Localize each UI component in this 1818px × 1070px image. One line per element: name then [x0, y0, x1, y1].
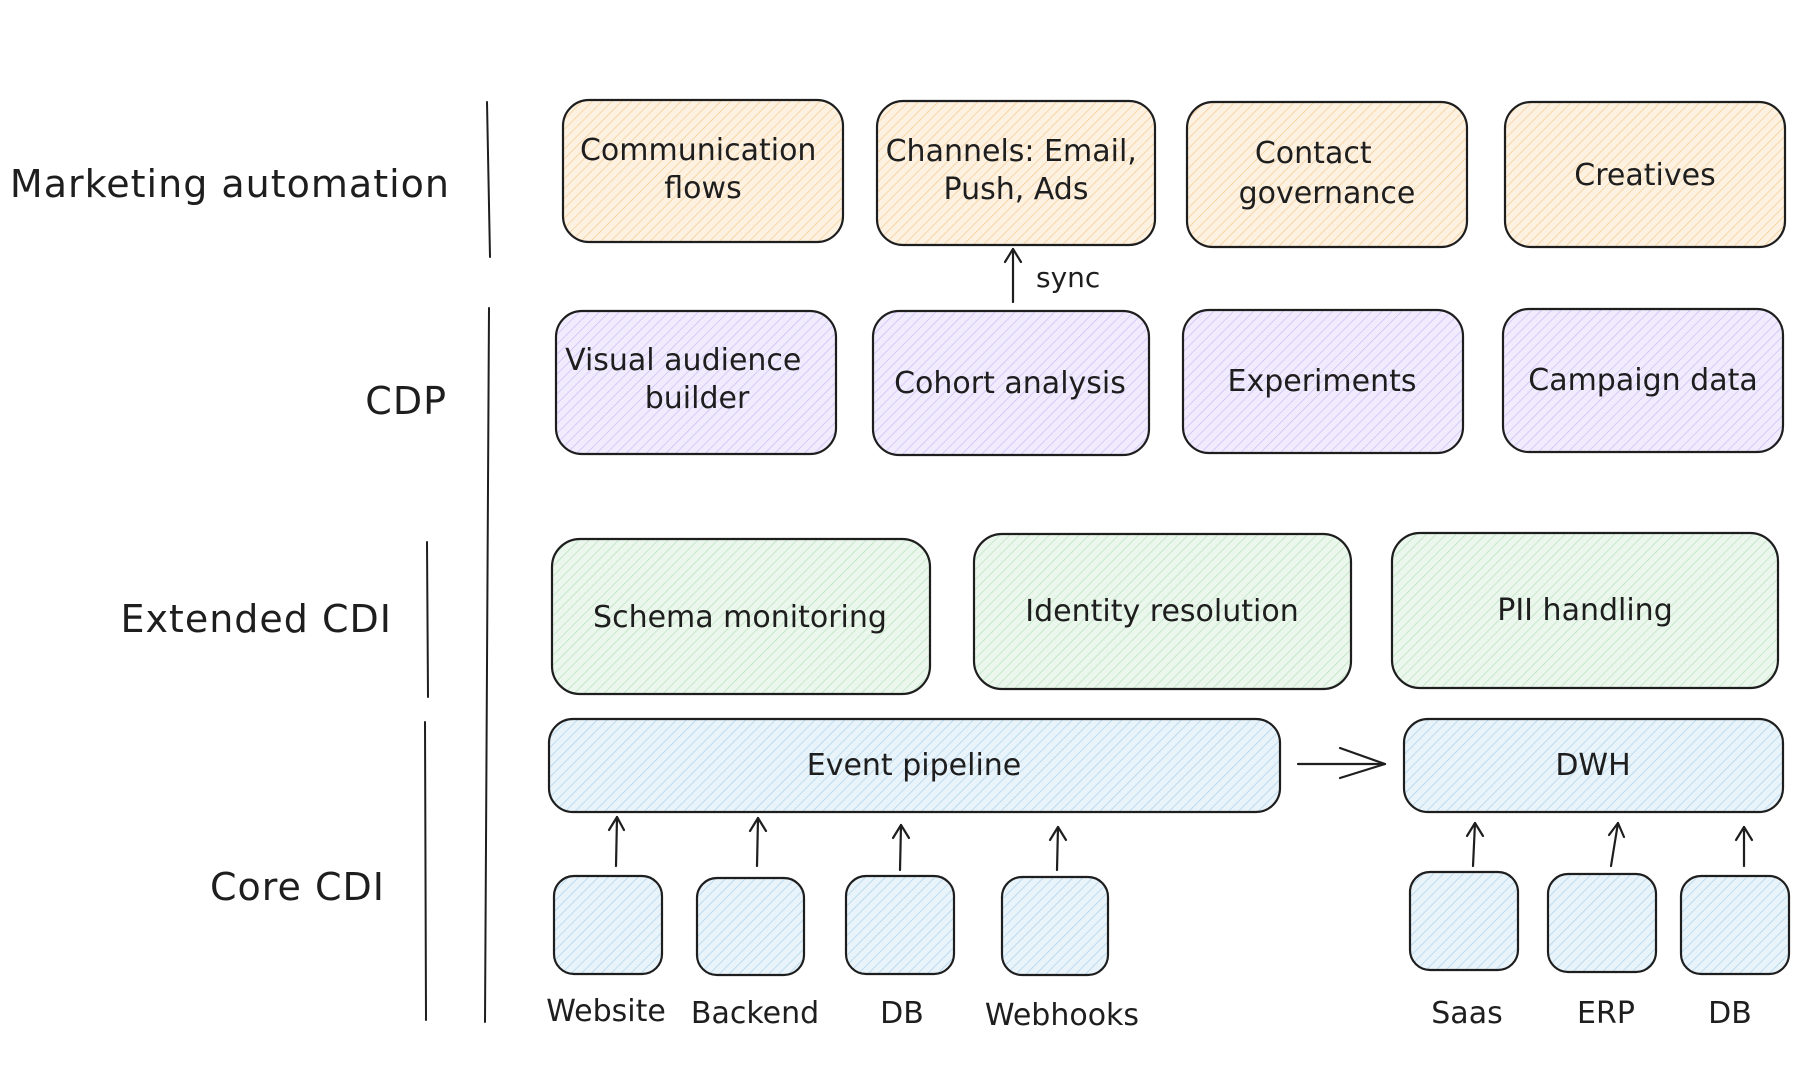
source-webhooks: Webhooks — [985, 875, 1139, 1033]
source-db-right: DB — [1679, 874, 1791, 1031]
arrow-webhooks-to-pipeline — [1048, 825, 1068, 872]
layer-label-extended-cdi: Extended CDI — [120, 597, 392, 641]
divider-main — [484, 307, 490, 1023]
layer-dividers — [424, 101, 491, 1023]
source-backend: Backend — [691, 876, 819, 1031]
source-label-website: Website — [546, 994, 666, 1029]
svg-text:Channels: Email, Push, A: Channels: Email, Push, Ads — [886, 134, 1147, 207]
arrow-db-to-pipeline — [891, 823, 911, 872]
svg-text:PII handling: PII handling — [1497, 593, 1673, 628]
source-label-saas: Saas — [1431, 996, 1502, 1031]
box-schema-monitoring: Schema monitoring — [550, 537, 932, 696]
source-arrows — [607, 815, 1754, 872]
svg-text:Cohort analysis: Cohort analysis — [894, 366, 1126, 401]
box-dwh: DWH — [1402, 717, 1785, 814]
arrow-erp-to-dwh — [1607, 821, 1626, 868]
layer-label-marketing-automation: Marketing automation — [10, 162, 450, 206]
source-label-backend: Backend — [691, 996, 819, 1031]
source-saas: Saas — [1408, 870, 1520, 1031]
source-label-db-left: DB — [880, 996, 924, 1031]
source-label-erp: ERP — [1577, 996, 1635, 1031]
svg-text:Creatives: Creatives — [1574, 158, 1715, 193]
arrow-website-to-pipeline — [607, 815, 626, 868]
source-db-left: DB — [844, 874, 956, 1031]
svg-text:Campaign data: Campaign data — [1528, 363, 1757, 398]
box-channels: Channels: Email, Push, Ads — [875, 99, 1157, 247]
source-label-db-right: DB — [1708, 996, 1752, 1031]
box-contact-governance: Contact governance — [1185, 100, 1469, 249]
divider-core-cdi — [424, 721, 427, 1021]
divider-marketing-automation — [486, 101, 491, 258]
layer-label-core-cdi: Core CDI — [210, 865, 385, 909]
source-label-webhooks: Webhooks — [985, 998, 1139, 1033]
sync-arrow: sync — [1003, 247, 1100, 304]
svg-text:Experiments: Experiments — [1228, 364, 1417, 399]
svg-text:Visual audience builder: Visual audience builder — [565, 343, 811, 416]
svg-text:Event pipeline: Event pipeline — [807, 748, 1022, 783]
source-website: Website — [546, 874, 666, 1029]
layer-label-cdp: CDP — [365, 379, 447, 423]
box-communication-flows: Communication flows — [561, 98, 845, 244]
box-visual-audience-builder: Visual audience builder — [554, 309, 838, 456]
arrow-saas-to-dwh — [1465, 821, 1485, 868]
box-campaign-data: Campaign data — [1501, 307, 1785, 454]
box-experiments: Experiments — [1181, 308, 1465, 455]
box-creatives: Creatives — [1503, 100, 1787, 249]
divider-extended-cdi — [426, 541, 429, 698]
box-cohort-analysis: Cohort analysis — [871, 309, 1151, 457]
svg-text:Schema monitoring: Schema monitoring — [593, 600, 887, 635]
arrow-db-to-dwh — [1734, 825, 1754, 868]
sync-label: sync — [1036, 261, 1100, 294]
svg-text:Contact governance: Contact governance — [1239, 136, 1416, 211]
source-erp: ERP — [1546, 872, 1658, 1031]
svg-text:DWH: DWH — [1555, 748, 1630, 783]
box-pii-handling: PII handling — [1390, 531, 1780, 690]
box-event-pipeline: Event pipeline — [547, 717, 1282, 814]
svg-text:Identity resolution: Identity resolution — [1025, 594, 1298, 629]
arrow-backend-to-pipeline — [748, 816, 768, 868]
svg-text:Communication flows: Communication flows — [580, 133, 826, 206]
pipeline-to-dwh-arrow — [1296, 746, 1387, 780]
box-identity-resolution: Identity resolution — [972, 532, 1353, 691]
